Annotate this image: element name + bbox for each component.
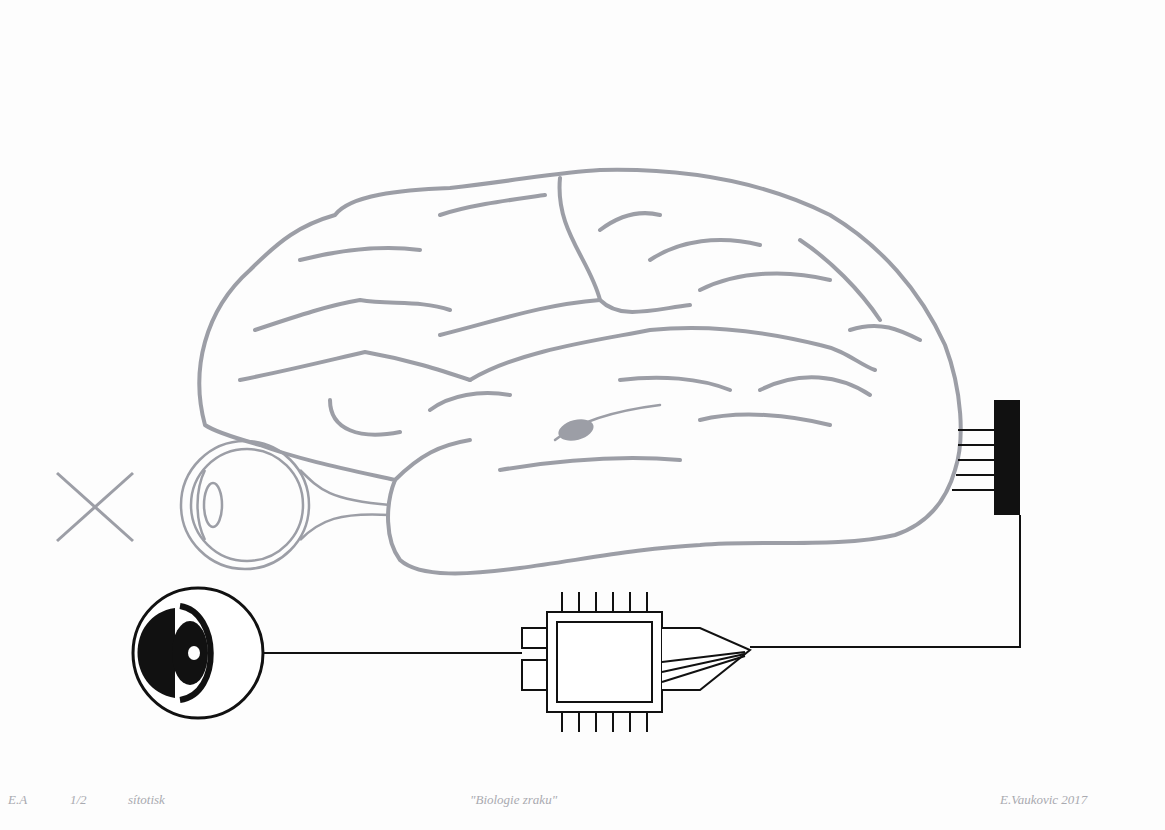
chip-pin (612, 592, 614, 612)
brain-outline (199, 170, 960, 574)
chip-pin (629, 712, 631, 732)
chip-pins (562, 592, 647, 732)
chip-pin (595, 592, 597, 612)
edition-note: sítotisk (128, 792, 165, 808)
chip-pin (578, 712, 580, 732)
chip-pin (561, 592, 563, 612)
chip-pin (612, 712, 614, 732)
processor-chip (522, 612, 750, 712)
artist-signature: E.Vaukovic 2017 (1000, 792, 1087, 808)
camera-eye (133, 588, 263, 718)
cross-mark (57, 473, 133, 541)
anatomical-eye (181, 441, 390, 569)
edition-note: 1/2 (70, 792, 87, 808)
chip-pin (646, 592, 648, 612)
chip-pin (561, 712, 563, 732)
brain-implant (994, 400, 1020, 515)
print-title: "Biologie zraku" (470, 792, 557, 808)
chip-pin (595, 712, 597, 732)
brain-spot (556, 416, 596, 445)
chip-pin (578, 592, 580, 612)
implant-wires (952, 430, 995, 490)
edition-note: E.A (8, 792, 27, 808)
chip-pin (629, 592, 631, 612)
chip-pin (646, 712, 648, 732)
